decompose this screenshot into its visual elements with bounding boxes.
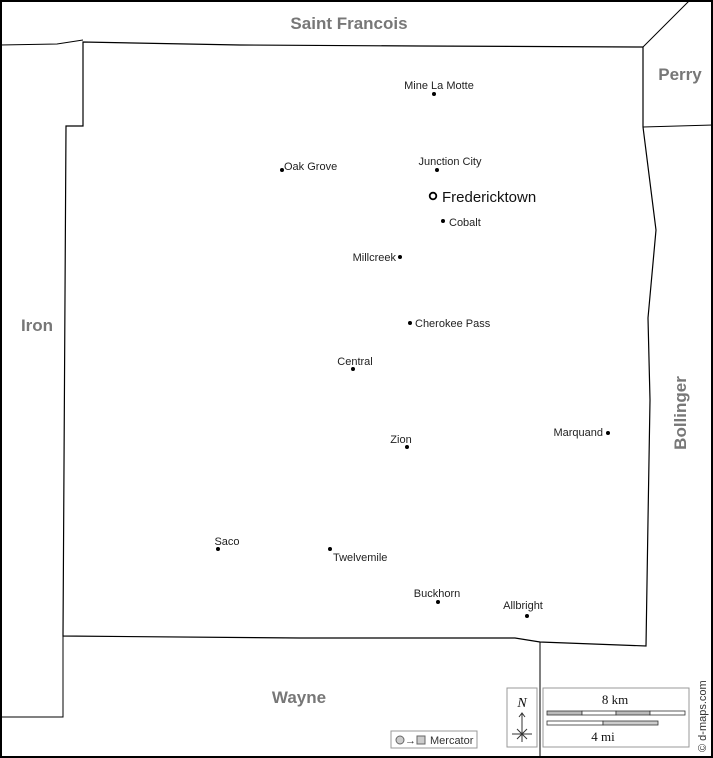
svg-text:Mercator: Mercator bbox=[430, 735, 474, 747]
svg-text:Twelvemile: Twelvemile bbox=[333, 552, 387, 564]
projection-legend: → Mercator bbox=[390, 730, 478, 749]
town-saco: Saco bbox=[214, 536, 240, 551]
scale-bar: 8 km 4 mi bbox=[542, 687, 690, 748]
circle-icon bbox=[395, 735, 405, 745]
label-bollinger: Bollinger bbox=[671, 376, 690, 450]
town-junction-city: Junction City bbox=[419, 156, 482, 172]
label-fredericktown: Fredericktown bbox=[442, 189, 536, 206]
svg-text:N: N bbox=[516, 696, 527, 711]
border-iron-wayne bbox=[0, 636, 64, 718]
town-mine-la-motte: Mine La Motte bbox=[404, 80, 474, 96]
svg-text:Junction City: Junction City bbox=[419, 156, 482, 168]
svg-text:Buckhorn: Buckhorn bbox=[414, 588, 460, 600]
town-marquand: Marquand bbox=[553, 427, 610, 439]
svg-text:Mine La Motte: Mine La Motte bbox=[404, 80, 474, 92]
town-cherokee-pass: Cherokee Pass bbox=[408, 318, 491, 330]
label-saint-francois: Saint Francois bbox=[290, 14, 407, 33]
svg-text:Cobalt: Cobalt bbox=[449, 217, 481, 229]
label-perry: Perry bbox=[658, 65, 702, 84]
svg-text:8 km: 8 km bbox=[602, 692, 628, 707]
arrow-icon: → bbox=[405, 735, 416, 747]
border-saint-francois-iron bbox=[0, 39, 84, 46]
label-wayne: Wayne bbox=[272, 688, 326, 707]
svg-text:Cherokee Pass: Cherokee Pass bbox=[415, 318, 491, 330]
town-cobalt: Cobalt bbox=[441, 217, 481, 229]
north-arrow: N bbox=[506, 687, 538, 748]
svg-text:4 mi: 4 mi bbox=[591, 729, 615, 744]
svg-text:Central: Central bbox=[337, 356, 372, 368]
label-iron: Iron bbox=[21, 316, 53, 335]
credit: © d-maps.com bbox=[697, 680, 709, 752]
svg-text:Millcreek: Millcreek bbox=[353, 252, 397, 264]
square-icon bbox=[416, 735, 426, 745]
town-twelvemile: Twelvemile bbox=[328, 547, 387, 564]
town-millcreek: Millcreek bbox=[353, 252, 402, 264]
svg-text:Allbright: Allbright bbox=[503, 600, 543, 612]
town-zion: Zion bbox=[390, 434, 412, 449]
svg-text:Marquand: Marquand bbox=[553, 427, 603, 439]
svg-text:Zion: Zion bbox=[390, 434, 411, 446]
town-oak-grove: Oak Grove bbox=[280, 161, 337, 173]
town-central: Central bbox=[337, 356, 373, 371]
county-boundary bbox=[62, 41, 657, 647]
town-buckhorn: Buckhorn bbox=[414, 588, 460, 604]
svg-text:Saco: Saco bbox=[214, 536, 239, 548]
town-allbright: Allbright bbox=[503, 600, 543, 618]
county-seat-marker bbox=[428, 191, 438, 201]
border-perry bbox=[642, 0, 713, 128]
svg-text:Oak Grove: Oak Grove bbox=[284, 161, 337, 173]
